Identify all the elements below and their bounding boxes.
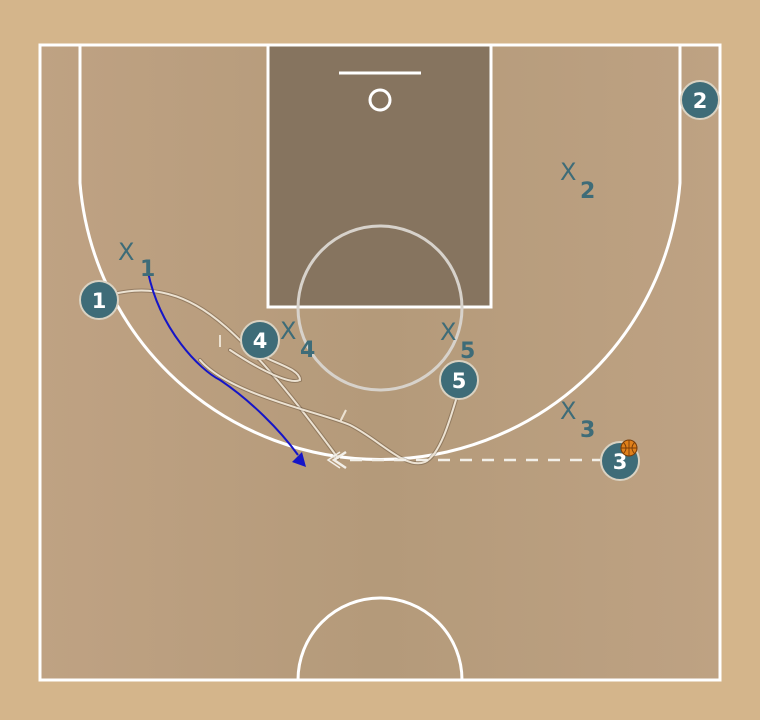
player-number: 3 bbox=[613, 450, 628, 474]
player-token bbox=[240, 320, 280, 360]
screen-path-5-light bbox=[199, 359, 459, 465]
cut-path-4-light bbox=[229, 349, 302, 382]
pass-arrowhead bbox=[331, 450, 347, 470]
defender[interactable]: X 4 bbox=[280, 317, 315, 363]
defender-number: 3 bbox=[580, 418, 595, 443]
defender-number: 2 bbox=[580, 179, 595, 204]
defender-mark: X bbox=[440, 318, 456, 346]
defender-number: 1 bbox=[140, 257, 155, 282]
paint-area bbox=[268, 45, 491, 307]
rim bbox=[368, 88, 392, 112]
screen-mark-2 bbox=[339, 409, 347, 423]
player-token bbox=[79, 280, 119, 320]
basketball-icon bbox=[620, 439, 638, 457]
player-5[interactable]: 5 bbox=[439, 360, 479, 400]
player-4[interactable]: 4 bbox=[240, 320, 280, 360]
player-1[interactable]: 1 bbox=[79, 280, 119, 320]
defender[interactable]: X 1 bbox=[118, 238, 155, 282]
defender-mark: X bbox=[118, 238, 134, 266]
defender-number: 4 bbox=[300, 338, 315, 363]
pass-arrowhead-2 bbox=[326, 451, 341, 469]
defender-mark: X bbox=[560, 158, 576, 186]
player-token bbox=[680, 80, 720, 120]
half-court-circle bbox=[296, 596, 464, 681]
defender-mark: X bbox=[560, 397, 576, 425]
player-number: 5 bbox=[452, 369, 467, 393]
defender-number: 5 bbox=[460, 339, 475, 364]
defender[interactable]: X 3 bbox=[560, 397, 595, 443]
free-throw-circle bbox=[296, 224, 464, 392]
player-token bbox=[439, 360, 479, 400]
defender[interactable]: X 5 bbox=[440, 318, 475, 364]
player-number: 4 bbox=[253, 329, 268, 353]
player-number: 1 bbox=[92, 289, 107, 313]
dribble-line bbox=[147, 271, 299, 456]
lane-lines bbox=[266, 43, 493, 309]
player-number: 2 bbox=[693, 89, 708, 113]
player-2[interactable]: 2 bbox=[680, 80, 720, 120]
defender[interactable]: X 2 bbox=[560, 158, 595, 204]
player-3[interactable]: 3 bbox=[600, 439, 640, 481]
defender-mark: X bbox=[280, 317, 296, 345]
dribble-arrowhead bbox=[292, 452, 306, 467]
